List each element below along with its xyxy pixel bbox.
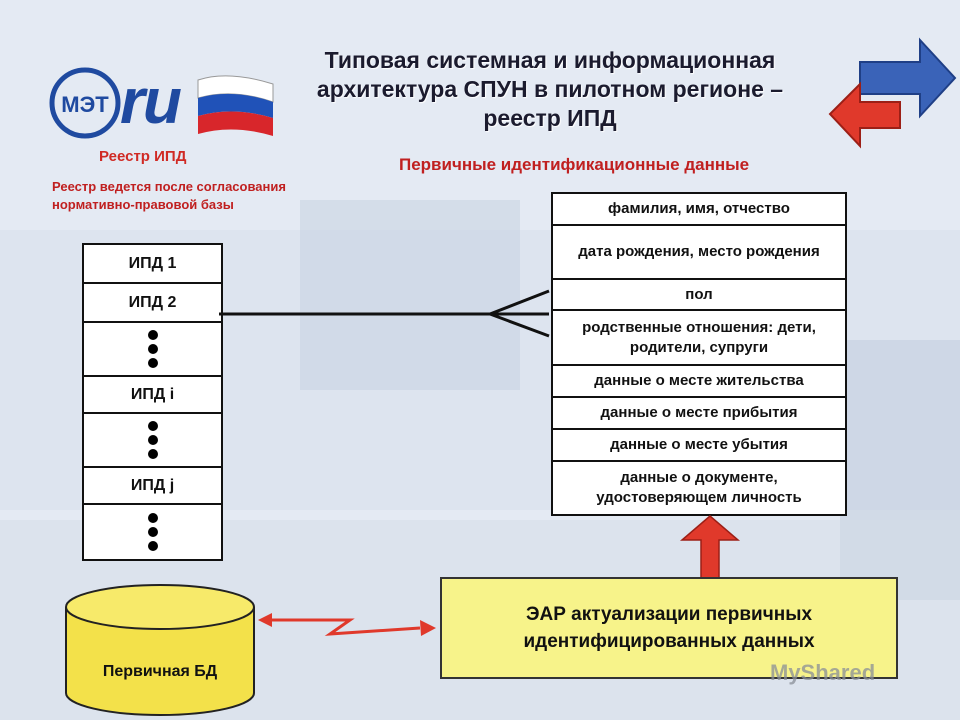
- attr-row: родственные отношения: дети, родители, с…: [553, 311, 845, 366]
- attr-row: дата рождения, место рождения: [553, 226, 845, 280]
- title-line-1: Типовая системная и информационная: [324, 47, 776, 73]
- ipd-row-j: ИПД j: [84, 468, 221, 505]
- attr-row: фамилия, имя, отчество: [553, 194, 845, 226]
- attr-row: пол: [553, 280, 845, 311]
- primary-data-table: фамилия, имя, отчество дата рождения, ме…: [551, 192, 847, 516]
- title-line-2: архитектура СПУН в пилотном регионе –: [316, 76, 784, 102]
- database-label: Первичная БД: [102, 663, 218, 680]
- slide-title: Типовая системная и информационная архит…: [270, 46, 830, 133]
- ear-box: ЭАР актуализации первичных идентифициров…: [440, 577, 898, 679]
- ear-line-1: ЭАР актуализации первичных: [525, 604, 813, 625]
- attr-row: данные о месте жительства: [553, 366, 845, 398]
- logo-badge-text: МЭТ: [61, 92, 109, 117]
- ipd-row-1: ИПД 1: [84, 245, 221, 284]
- logo-ru-text: ru: [120, 65, 182, 137]
- ipd-row-i: ИПД i: [84, 377, 221, 414]
- primary-data-title: Первичные идентификационные данные: [399, 155, 750, 174]
- attr-row: данные о документе, удостоверяющем лично…: [596, 469, 802, 506]
- registry-label: Реестр ИПД: [99, 148, 187, 165]
- ellipsis-dots-icon: [84, 414, 221, 468]
- title-line-3: реестр ИПД: [483, 105, 617, 131]
- watermark: MyShared: [770, 660, 876, 685]
- attr-row: данные о месте убытия: [553, 430, 845, 462]
- logo: МЭТ: [49, 67, 274, 139]
- attr-row: данные о месте прибытия: [553, 398, 845, 430]
- ellipsis-dots-icon: [84, 323, 221, 377]
- ellipsis-dots-icon: [84, 505, 221, 559]
- ipd-registry-table: ИПД 1 ИПД 2 ИПД i ИПД j: [82, 243, 223, 561]
- ear-line-2: идентифицированных данных: [523, 631, 815, 652]
- registry-note: Реестр ведется после согласования нормат…: [52, 179, 286, 212]
- ipd-row-2: ИПД 2: [84, 284, 221, 323]
